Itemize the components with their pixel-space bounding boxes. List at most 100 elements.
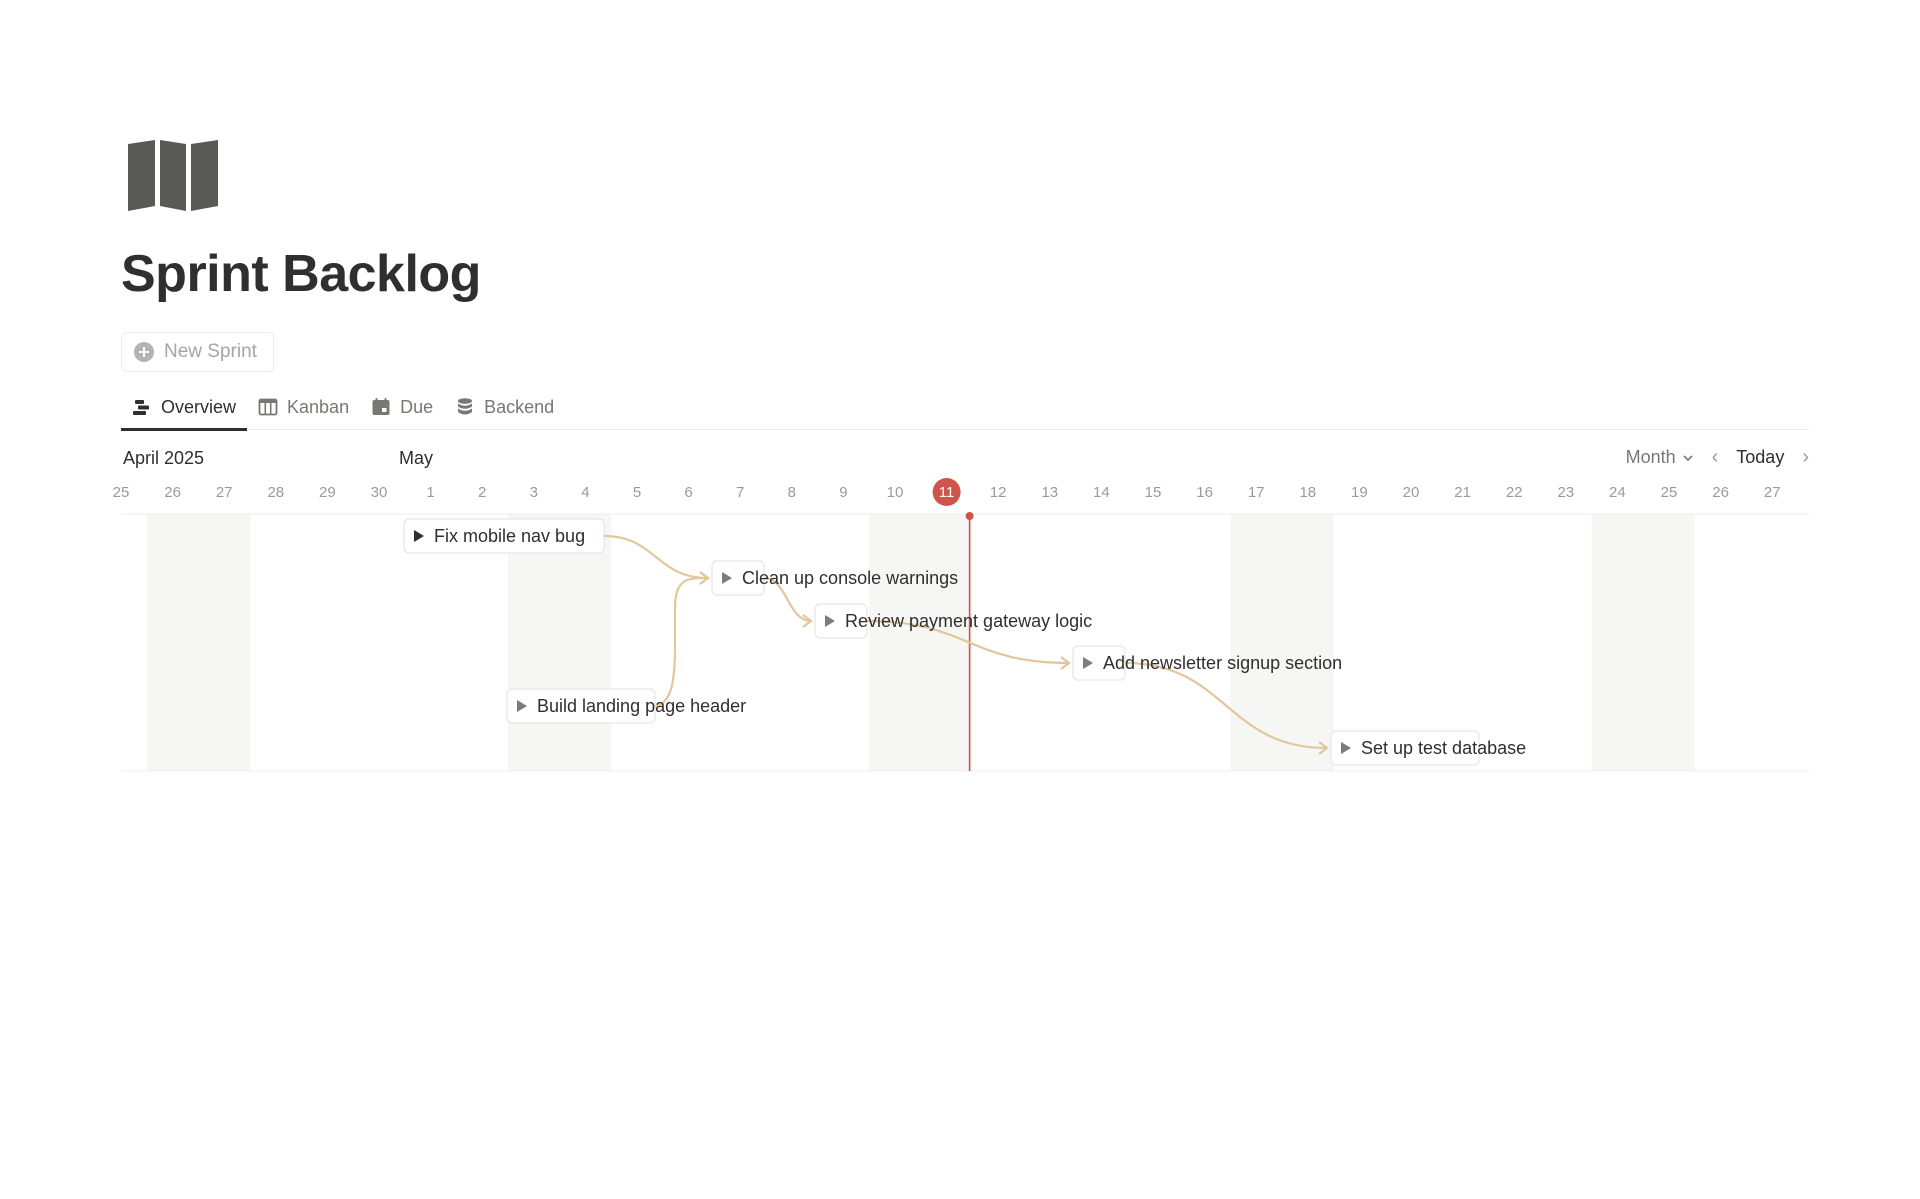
day-label: 26 — [1712, 484, 1729, 501]
chevron-down-icon — [1683, 454, 1693, 461]
day-label: 4 — [581, 484, 589, 501]
day-label: 17 — [1248, 484, 1265, 501]
day-label: 30 — [371, 484, 388, 501]
day-label: 14 — [1093, 484, 1110, 501]
day-label: 28 — [267, 484, 284, 501]
day-label: 13 — [1041, 484, 1058, 501]
dependency-line — [603, 534, 709, 580]
new-sprint-button[interactable]: New Sprint — [121, 332, 274, 372]
day-label: 26 — [164, 484, 181, 501]
expand-triangle-icon[interactable] — [825, 615, 835, 627]
dependency-arrow — [699, 571, 710, 585]
tab-label: Overview — [161, 396, 237, 417]
today-line-dot — [965, 512, 974, 520]
day-label: 19 — [1351, 484, 1368, 501]
expand-triangle-icon[interactable] — [517, 700, 527, 712]
chevron-right-icon[interactable]: › — [1802, 446, 1809, 468]
day-label: 15 — [1145, 484, 1162, 501]
timeline-icon — [133, 400, 149, 415]
chevron-left-icon[interactable]: ‹ — [1711, 446, 1719, 468]
day-label: 25 — [113, 484, 130, 501]
day-label: 5 — [633, 484, 641, 501]
new-sprint-label: New Sprint — [164, 341, 257, 362]
task-card[interactable]: Clean up console warnings — [711, 560, 958, 596]
day-label: 16 — [1196, 484, 1213, 501]
task-name: Fix mobile nav bug — [434, 526, 585, 546]
day-label: 18 — [1299, 484, 1316, 501]
view-tabs: Overview Kanban Due Backend — [121, 384, 1809, 431]
day-label: 8 — [788, 484, 796, 501]
task-card-box — [506, 688, 656, 724]
tab-kanban[interactable]: Kanban — [247, 384, 360, 430]
month-label-april: April 2025 — [123, 448, 205, 468]
dependency-line — [763, 576, 812, 623]
weekend-column — [1591, 514, 1695, 771]
day-label: 6 — [684, 484, 692, 501]
day-label: 25 — [1661, 484, 1678, 501]
day-label: 12 — [990, 484, 1007, 501]
expand-triangle-icon[interactable] — [414, 530, 424, 542]
dependency-line — [1124, 661, 1328, 750]
timeline-controls: Month ‹ Today › — [1626, 446, 1809, 469]
today-marker — [932, 478, 961, 506]
task-name: Review payment gateway logic — [845, 611, 1092, 631]
map-icon — [128, 140, 218, 211]
task-card[interactable]: Set up test database — [1330, 730, 1526, 766]
month-label-may: May — [399, 448, 434, 468]
task-name: Build landing page header — [537, 696, 746, 716]
today-button[interactable]: Today — [1736, 447, 1785, 467]
weekend-column — [1230, 514, 1334, 771]
task-card-box — [814, 603, 868, 639]
day-label: 24 — [1609, 484, 1626, 501]
database-icon — [458, 398, 473, 415]
task-card[interactable]: Build landing page header — [506, 688, 746, 724]
task-name: Clean up console warnings — [742, 568, 958, 588]
day-label: 23 — [1557, 484, 1574, 501]
day-label: 29 — [319, 484, 336, 501]
tab-label: Kanban — [287, 396, 350, 417]
day-label: 22 — [1506, 484, 1523, 501]
day-label: 3 — [530, 484, 538, 501]
tab-overview[interactable]: Overview — [121, 384, 248, 431]
dependency-line — [866, 619, 1070, 665]
day-label: 10 — [887, 484, 904, 501]
dependency-arrow — [1318, 741, 1329, 755]
day-label: 9 — [839, 484, 847, 501]
tab-due[interactable]: Due — [360, 384, 444, 430]
tab-label: Due — [400, 396, 434, 417]
day-label: 1 — [426, 484, 434, 501]
page-title: Sprint Backlog — [121, 245, 481, 303]
weekend-column — [869, 514, 973, 771]
task-card[interactable]: Add newsletter signup section — [1072, 645, 1342, 681]
weekend-column — [146, 514, 250, 771]
task-card-box — [1330, 730, 1480, 766]
task-card[interactable]: Review payment gateway logic — [814, 603, 1092, 639]
task-name: Set up test database — [1361, 738, 1526, 758]
scale-dropdown[interactable]: Month — [1626, 447, 1694, 468]
dependency-arrow — [802, 614, 813, 628]
day-label: 21 — [1454, 484, 1471, 501]
day-label: 2 — [478, 484, 486, 501]
expand-triangle-icon[interactable] — [1083, 657, 1093, 669]
plus-circle-icon — [134, 342, 154, 362]
day-label: 27 — [216, 484, 233, 501]
calendar-icon — [372, 398, 390, 415]
task-card-box — [1072, 645, 1126, 681]
task-card[interactable]: Fix mobile nav bug — [403, 518, 605, 554]
expand-triangle-icon[interactable] — [722, 572, 732, 584]
tab-backend[interactable]: Backend — [444, 384, 565, 430]
expand-triangle-icon[interactable] — [1341, 742, 1351, 754]
dependency-line — [652, 576, 709, 708]
day-label: 7 — [736, 484, 744, 501]
scale-label: Month — [1625, 447, 1676, 467]
day-label: 27 — [1764, 484, 1781, 501]
day-label: 11 — [939, 484, 955, 501]
task-card-box — [711, 560, 765, 596]
dependency-arrow — [1060, 656, 1071, 670]
task-card-box — [403, 518, 605, 554]
board-icon — [258, 398, 278, 416]
tab-label: Backend — [484, 396, 555, 417]
task-name: Add newsletter signup section — [1103, 653, 1342, 673]
